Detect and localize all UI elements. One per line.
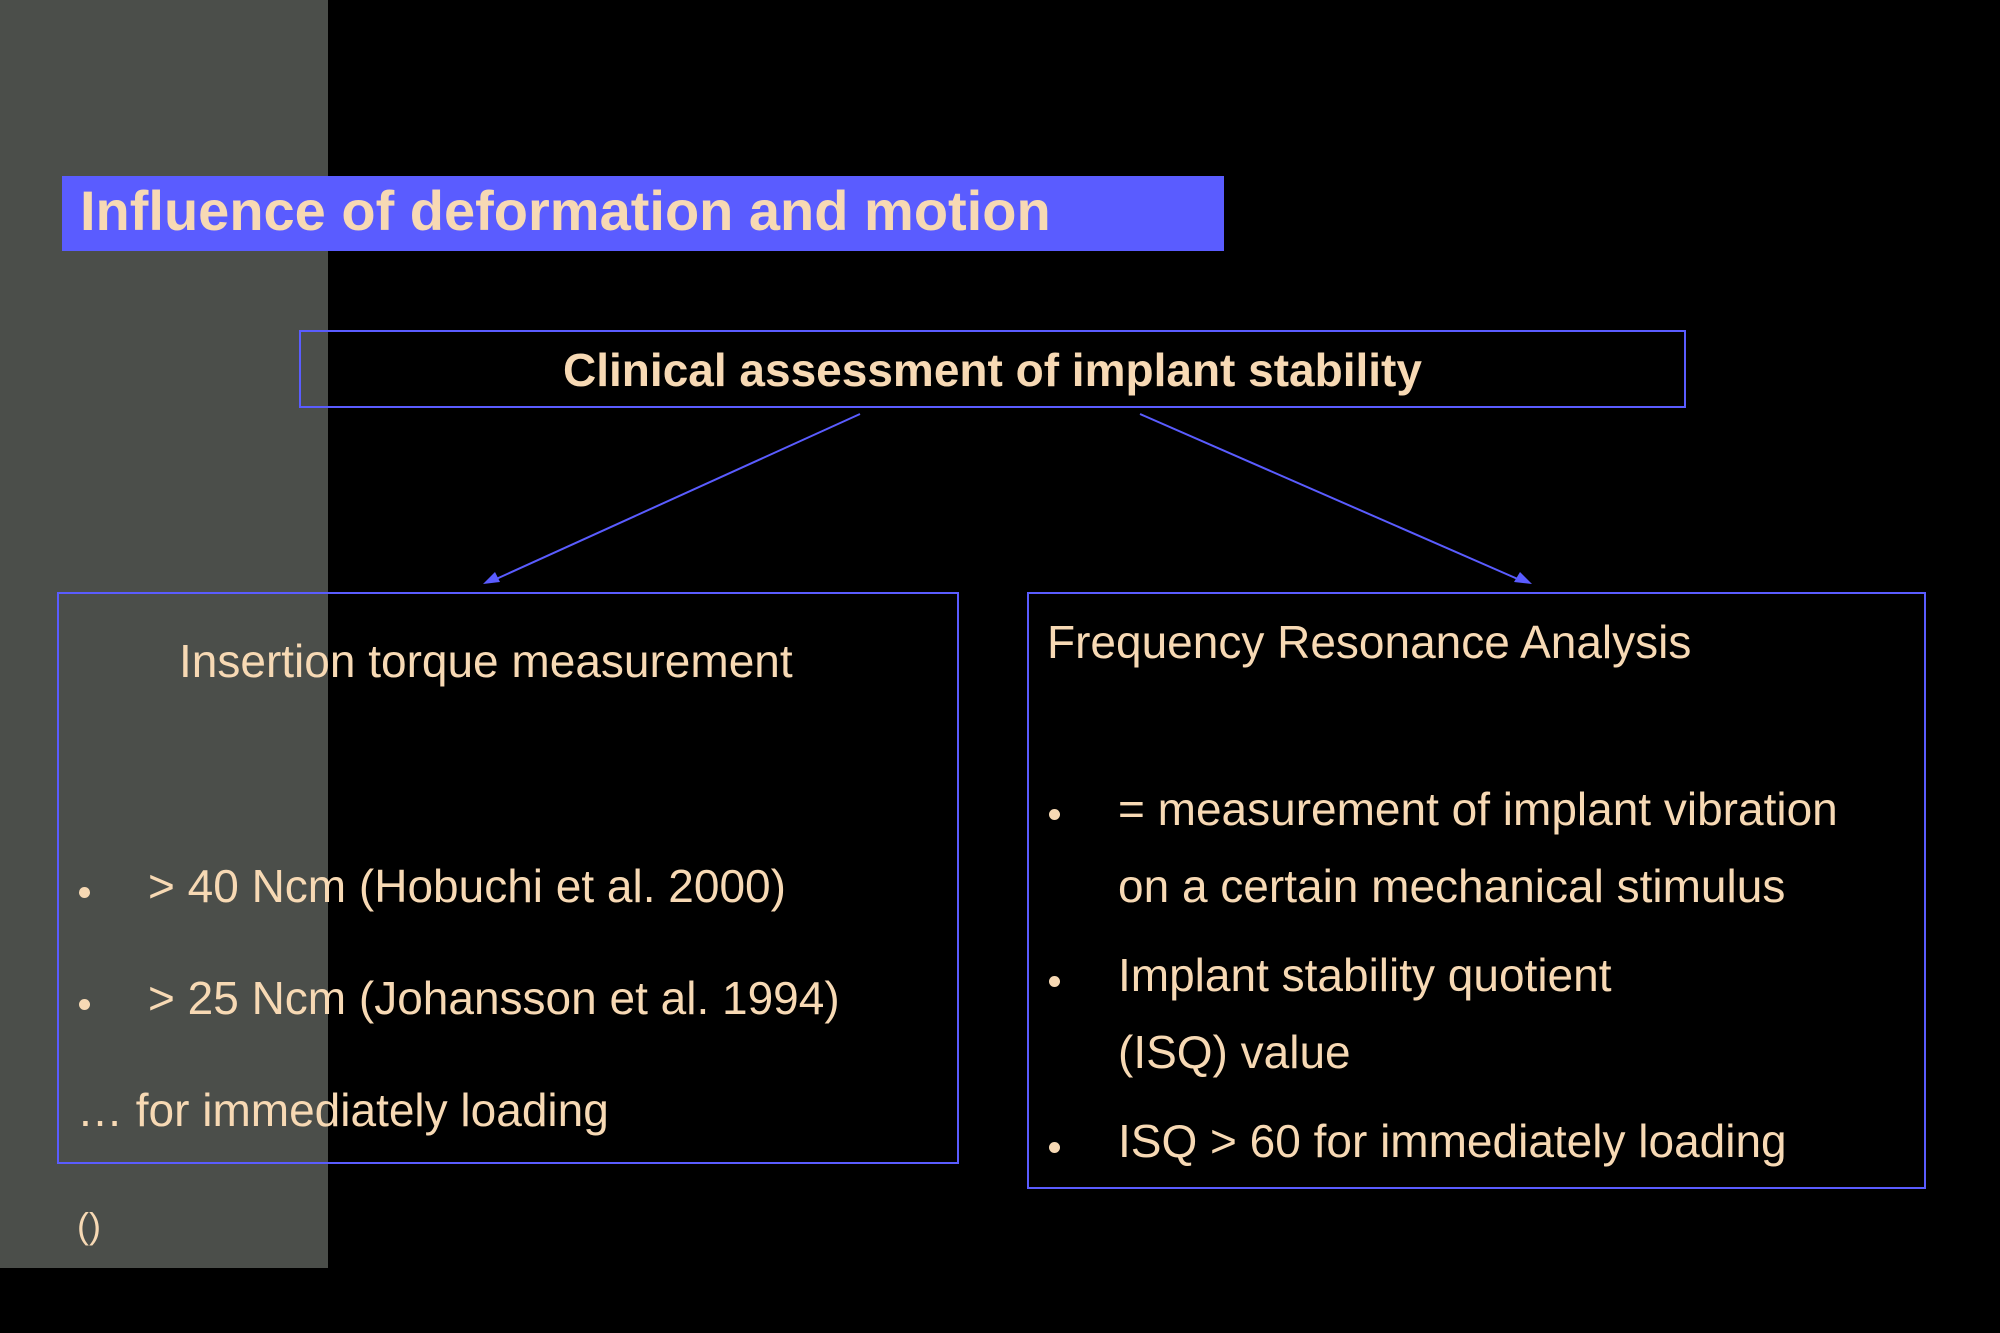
arrow-head-right bbox=[1514, 572, 1532, 584]
bullet-dot bbox=[1049, 1142, 1060, 1153]
footer-text: () bbox=[77, 1205, 101, 1246]
arrow-to-insertion-torque bbox=[493, 413, 861, 581]
frequency-resonance-heading: Frequency Resonance Analysis bbox=[1047, 616, 1692, 668]
bullet-dot bbox=[1049, 976, 1060, 987]
frequency-resonance-box bbox=[1027, 592, 1926, 1189]
torque-note: … for immediately loading bbox=[77, 1084, 609, 1136]
fra-bullet-2-line-1: Implant stability quotient bbox=[1118, 949, 1612, 1001]
fra-bullet-1-line-1: = measurement of implant vibration bbox=[1118, 783, 1838, 835]
insertion-torque-heading: Insertion torque measurement bbox=[179, 635, 793, 687]
bullet-dot bbox=[1049, 809, 1060, 820]
clinical-assessment-box: Clinical assessment of implant stability bbox=[299, 330, 1686, 408]
torque-bullet-2: > 25 Ncm (Johansson et al. 1994) bbox=[148, 972, 840, 1024]
title-bar: Influence of deformation and motion bbox=[62, 176, 1224, 251]
bullet-dot bbox=[79, 887, 90, 898]
bullet-dot bbox=[79, 999, 90, 1010]
clinical-assessment-label: Clinical assessment of implant stability bbox=[563, 344, 1422, 396]
slide-title: Influence of deformation and motion bbox=[80, 179, 1051, 242]
insertion-torque-box bbox=[57, 592, 959, 1164]
torque-bullet-1: > 40 Ncm (Hobuchi et al. 2000) bbox=[148, 860, 786, 912]
fra-bullet-1-line-2: on a certain mechanical stimulus bbox=[1118, 860, 1786, 912]
fra-bullet-2-line-2: (ISQ) value bbox=[1118, 1026, 1351, 1078]
arrow-to-frequency-resonance bbox=[1139, 413, 1521, 581]
fra-bullet-3: ISQ > 60 for immediately loading bbox=[1118, 1115, 1787, 1167]
arrow-head-left bbox=[483, 572, 500, 584]
